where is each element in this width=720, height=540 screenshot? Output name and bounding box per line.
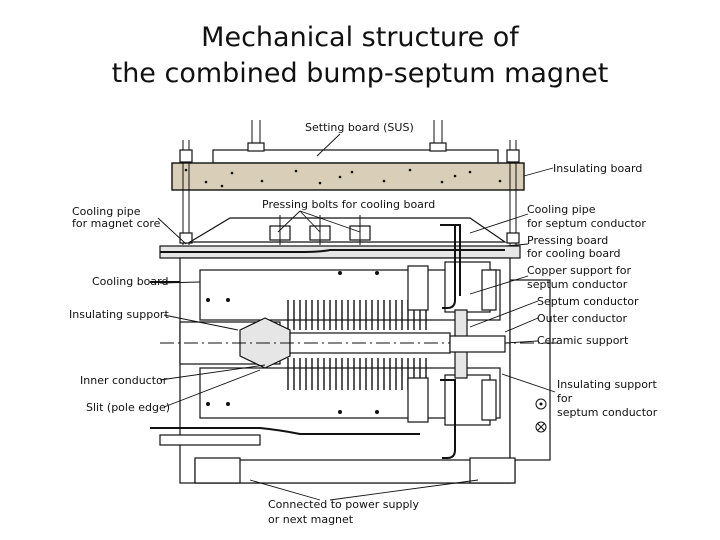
label-insulating-board: Insulating board bbox=[553, 162, 642, 175]
title-line-2: the combined bump-septum magnet bbox=[111, 58, 609, 89]
septum-conductor-assembly bbox=[407, 224, 506, 459]
pressing-board bbox=[187, 215, 507, 245]
current-direction-symbols bbox=[535, 398, 547, 433]
setting-board bbox=[212, 120, 499, 164]
label-cooling-pipe-core-1: Cooling pipe bbox=[72, 205, 141, 218]
side-bolts bbox=[179, 140, 520, 245]
label-copper-support-2: septum conductor bbox=[527, 278, 628, 291]
label-pressing-board-2: for cooling board bbox=[527, 247, 620, 260]
label-cooling-pipe-septum-2: for septum conductor bbox=[527, 217, 646, 230]
label-power-supply-2: or next magnet bbox=[268, 513, 354, 526]
label-power-supply-1: Connected to power supply bbox=[268, 498, 419, 511]
insulating-board bbox=[171, 162, 525, 191]
diagram-labels: Setting board (SUS) Insulating board Pre… bbox=[69, 121, 658, 526]
label-cooling-pipe-core-2: for magnet core bbox=[72, 217, 161, 230]
label-insulating-support-septum-1: Insulating support bbox=[557, 378, 657, 391]
label-setting-board: Setting board (SUS) bbox=[305, 121, 414, 134]
label-slit: Slit (pole edge) bbox=[86, 401, 170, 414]
title-line-1: Mechanical structure of bbox=[201, 22, 519, 53]
label-cooling-pipe-septum-1: Cooling pipe bbox=[527, 203, 596, 216]
slide-title: Mechanical structure of the combined bum… bbox=[0, 20, 720, 92]
label-outer-conductor: Outer conductor bbox=[537, 312, 628, 325]
inner-conductor bbox=[160, 317, 560, 369]
label-pressing-board-1: Pressing board bbox=[527, 234, 608, 247]
yoke-bolts bbox=[206, 271, 379, 414]
label-septum-conductor: Septum conductor bbox=[537, 295, 639, 308]
label-copper-support-1: Copper support for bbox=[527, 264, 631, 277]
label-insulating-support-septum-3: septum conductor bbox=[557, 406, 658, 419]
label-pressing-bolts: Pressing bolts for cooling board bbox=[262, 198, 435, 211]
label-insulating-support-septum-2: for bbox=[557, 392, 573, 405]
label-insulating-support: Insulating support bbox=[69, 308, 169, 321]
label-ceramic-support: Ceramic support bbox=[537, 334, 629, 347]
leader-lines bbox=[157, 133, 556, 501]
lower-plate bbox=[150, 427, 420, 446]
label-cooling-board: Cooling board bbox=[92, 275, 168, 288]
label-inner-conductor: Inner conductor bbox=[80, 374, 168, 387]
